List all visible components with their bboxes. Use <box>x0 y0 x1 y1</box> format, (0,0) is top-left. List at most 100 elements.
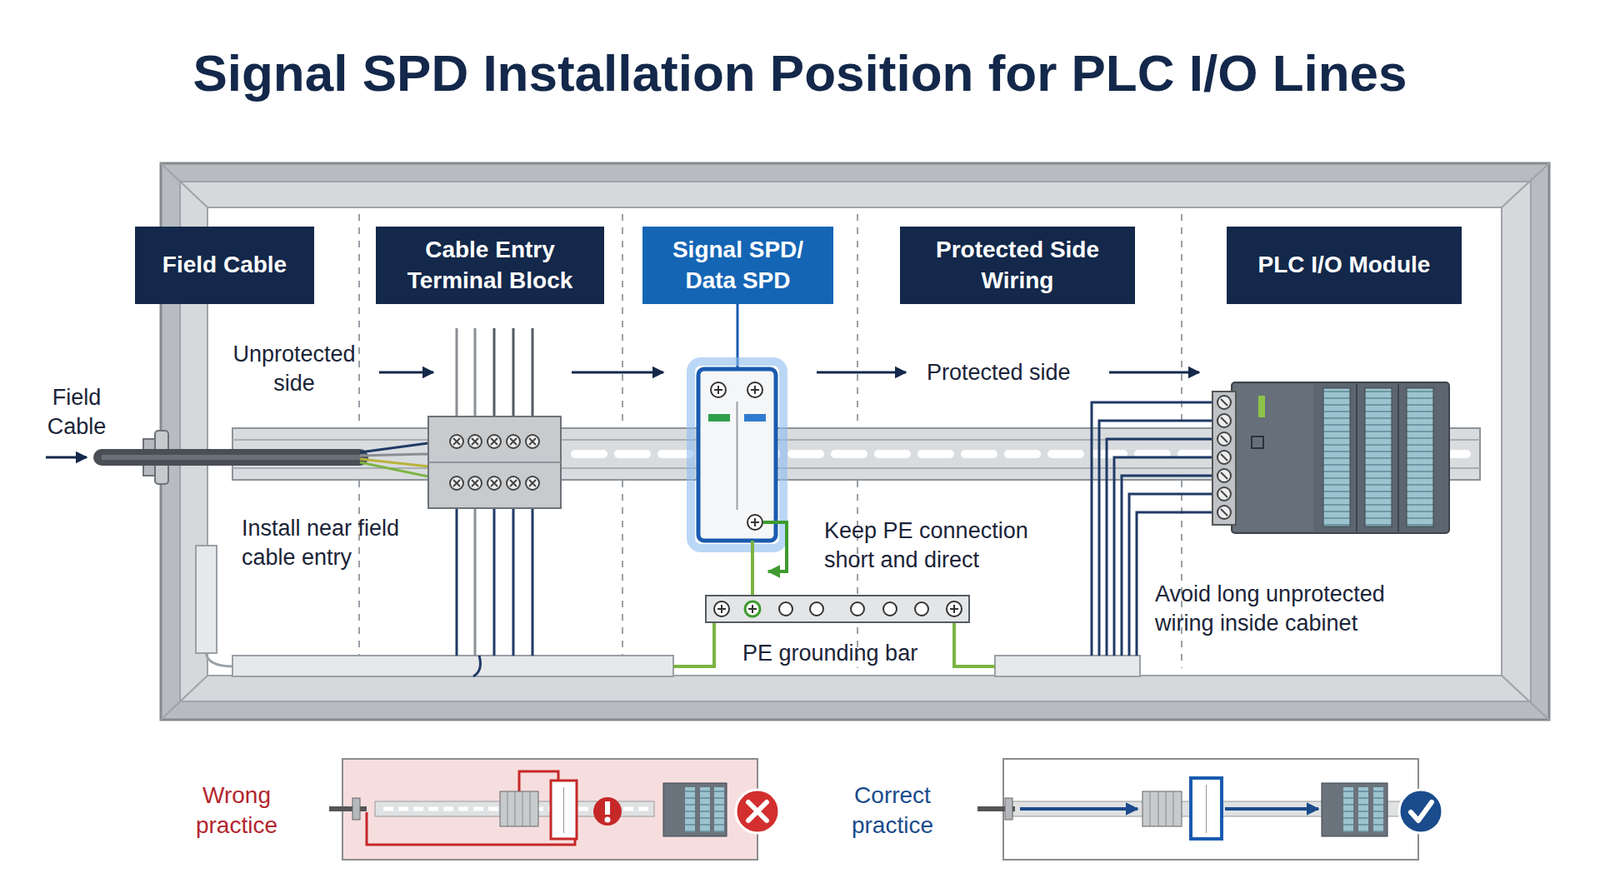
plc-module <box>1217 469 1231 483</box>
note-text: Avoid long unprotected wiring inside cab… <box>1155 580 1430 639</box>
plc-module <box>1220 472 1228 480</box>
plc-module <box>1220 490 1228 498</box>
flow-arrows <box>379 371 1200 375</box>
part-label: PE grounding bar <box>742 639 918 669</box>
field-cable <box>45 456 87 460</box>
plc-module <box>1220 509 1228 516</box>
plc-module <box>1397 384 1400 532</box>
box-label: Protected Side Wiring <box>908 235 1127 296</box>
spd-device <box>690 304 784 549</box>
terminal-block <box>468 476 482 490</box>
wrong-practice-inset <box>366 812 575 845</box>
plc-module <box>1258 395 1265 418</box>
terminal-wires <box>512 508 515 656</box>
pe-wire <box>763 522 787 572</box>
terminal-wires <box>531 328 535 417</box>
box-label: Signal SPD/ Data SPD <box>650 235 825 296</box>
terminal-wires <box>455 328 459 417</box>
cabinet-frame <box>1501 163 1550 208</box>
field-cable <box>360 443 429 453</box>
plc-module <box>1231 382 1450 534</box>
terminal-block <box>490 480 498 487</box>
plc-module <box>1406 388 1434 527</box>
terminal-block <box>506 476 520 490</box>
header-box: Signal SPD/ Data SPD <box>642 226 834 305</box>
header-box: Protected Side Wiring <box>900 226 1135 305</box>
spd-device <box>736 401 739 510</box>
cable-ducts <box>232 655 674 677</box>
plc-module <box>1217 414 1231 428</box>
correct-practice-inset <box>1020 807 1138 811</box>
wrong-practice-inset <box>714 787 725 833</box>
correct-label: Correct practice <box>825 780 960 842</box>
cable-ducts <box>195 545 217 654</box>
correct-practice-inset <box>1399 790 1443 834</box>
plc-module <box>1251 436 1264 449</box>
plc-module <box>1220 435 1228 443</box>
cabinet-frame <box>160 163 1550 720</box>
plc-module <box>1220 454 1228 461</box>
plc-module <box>1323 388 1350 527</box>
spd-device <box>708 414 730 422</box>
plc-module <box>1233 384 1314 532</box>
wrong-practice-inset <box>507 791 530 827</box>
field-cable <box>101 455 360 460</box>
pe-grounding-bar <box>705 595 970 623</box>
pe-grounding-bar <box>883 602 897 616</box>
cabinet-frame <box>160 163 1550 720</box>
note-text: Keep PE connection short and direct <box>824 516 1075 575</box>
spd-device <box>690 361 784 549</box>
terminal-block <box>510 480 517 487</box>
correct-practice-inset <box>1321 783 1388 837</box>
pe-grounding-bar <box>810 602 824 616</box>
terminal-block <box>529 438 536 445</box>
terminal-block <box>506 435 520 449</box>
field-cable <box>101 449 360 466</box>
wrong-practice-inset <box>550 780 577 840</box>
terminal-wires <box>474 328 477 417</box>
plc-module <box>1212 391 1236 525</box>
wrong-practice-inset <box>735 790 780 834</box>
terminal-wires <box>455 508 459 656</box>
box-label: PLC I/O Module <box>1258 250 1431 280</box>
wrong-practice-inset <box>663 783 727 837</box>
plc-module <box>1220 399 1228 406</box>
terminal-wires <box>474 508 477 656</box>
box-label: Cable Entry Terminal Block <box>384 235 596 296</box>
correct-practice-inset <box>1343 787 1354 833</box>
terminal-block <box>471 438 479 445</box>
flow-arrows <box>816 371 906 375</box>
plc-module <box>1355 384 1358 532</box>
terminal-wires <box>493 508 496 656</box>
plc-module <box>1217 450 1231 465</box>
wrong-practice-inset <box>329 806 367 812</box>
terminal-block <box>529 480 536 487</box>
cabinet-frame <box>1501 675 1550 720</box>
terminal-wires <box>473 655 480 677</box>
terminal-block <box>471 480 479 487</box>
wrong-practice-inset <box>593 797 622 826</box>
correct-practice-inset <box>1150 791 1174 827</box>
wrong-practice-inset <box>352 798 360 820</box>
field-cable <box>360 454 429 456</box>
pe-grounding-bar <box>850 602 865 616</box>
pe-wire <box>954 622 995 667</box>
correct-practice-inset <box>1190 778 1222 840</box>
correct-practice-inset <box>1225 807 1319 811</box>
plc-module <box>1217 505 1231 520</box>
cable-ducts <box>995 655 1140 677</box>
terminal-block <box>510 438 517 445</box>
cabinet-frame <box>160 163 208 208</box>
pe-wire <box>673 622 715 667</box>
correct-practice-inset <box>1005 798 1013 820</box>
pe-grounding-bar <box>705 595 970 623</box>
wrong-practice-inset <box>500 791 539 827</box>
cabinet-frame <box>160 675 208 720</box>
terminal-block <box>453 438 460 445</box>
terminal-wires <box>493 328 496 417</box>
terminal-block <box>450 476 464 490</box>
wrong-practice-inset <box>700 787 710 833</box>
spd-device <box>714 385 760 527</box>
wrong-practice-inset <box>563 787 565 834</box>
field-cable <box>360 462 429 477</box>
